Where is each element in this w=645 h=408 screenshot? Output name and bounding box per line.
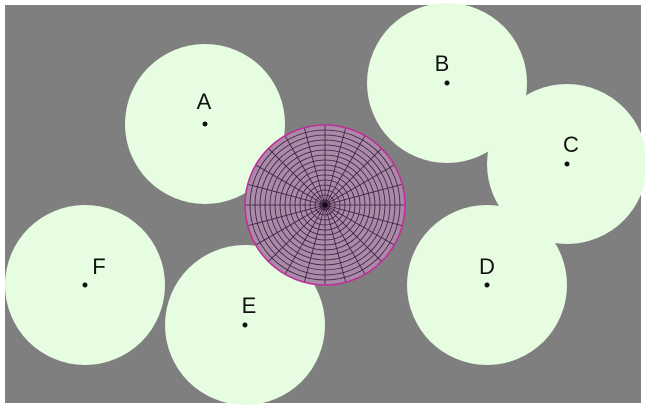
disc-grid-spoke xyxy=(324,164,395,206)
disc-grid-spoke xyxy=(324,135,366,206)
disc-grid-spoke xyxy=(247,183,326,206)
circle-label-e: E xyxy=(242,293,257,318)
disc-grid xyxy=(245,125,405,285)
disc-grid-spoke xyxy=(324,204,403,227)
disc-rim xyxy=(244,124,406,286)
circle-label-a: A xyxy=(197,89,212,114)
circle-center-dot xyxy=(82,282,88,288)
polar-grid-disc[interactable] xyxy=(244,124,406,286)
disc-grid-spoke xyxy=(324,204,382,262)
disc-grid-spoke xyxy=(303,204,326,283)
circle-label-d: D xyxy=(479,254,495,279)
target-circle-c[interactable]: C xyxy=(487,84,645,244)
disc-grid-spoke xyxy=(324,148,382,206)
disc-grid-spoke xyxy=(268,204,326,262)
disc-grid-spoke xyxy=(324,204,395,246)
disc-grid-spoke xyxy=(247,204,326,227)
disc-center-dot xyxy=(322,202,328,208)
circle-center-dot xyxy=(242,322,248,328)
disc-grid-spoke xyxy=(255,204,326,246)
disc-grid-spoke xyxy=(255,164,326,206)
disc-grid-spoke xyxy=(284,135,326,206)
circle-center-dot xyxy=(202,121,208,127)
disc-grid-spoke xyxy=(324,127,347,206)
disc-grid-spoke xyxy=(324,204,347,283)
disc-grid-spoke xyxy=(324,204,366,275)
circle-center-dot xyxy=(484,282,490,288)
target-circle-a[interactable]: A xyxy=(125,44,285,204)
disc-grid-spoke xyxy=(303,127,326,206)
target-circle-e[interactable]: E xyxy=(165,245,325,405)
disc-grid-spoke xyxy=(324,183,403,206)
circle-label-c: C xyxy=(563,132,579,157)
target-circle-b[interactable]: B xyxy=(367,3,527,163)
target-circle-f[interactable]: F xyxy=(5,205,165,365)
target-circle-d[interactable]: D xyxy=(407,205,567,365)
circle-center-dot xyxy=(444,80,450,86)
disc-grid-spoke xyxy=(268,148,326,206)
circle-label-b: B xyxy=(435,51,450,76)
circle-center-dot xyxy=(564,161,570,167)
disc-grid-spoke xyxy=(284,204,326,275)
circle-label-f: F xyxy=(92,254,105,279)
